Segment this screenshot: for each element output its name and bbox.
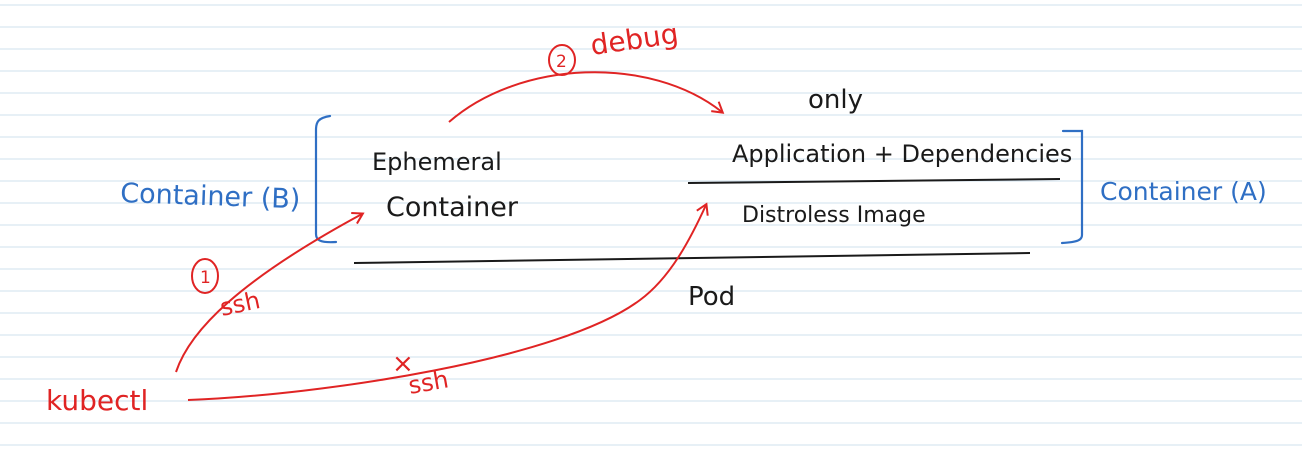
step-1-number: 1 bbox=[200, 268, 211, 288]
app-deps-label: Application + Dependencies bbox=[732, 140, 1072, 168]
notebook-rules bbox=[0, 4, 1302, 446]
blocked-x-mark: × bbox=[392, 349, 414, 379]
ssh-label-blocked: ssh bbox=[406, 365, 450, 400]
ephemeral-label-line2: Container bbox=[386, 192, 519, 223]
pod-label: Pod bbox=[688, 282, 735, 312]
container-b-label: Container (B) bbox=[120, 178, 301, 215]
blocked-ssh-arrow bbox=[187, 202, 709, 401]
step-1-circle bbox=[191, 258, 219, 294]
layer-separator-line bbox=[687, 178, 1061, 184]
kubectl-label: kubectl bbox=[46, 384, 148, 417]
container-a-label: Container (A) bbox=[1100, 177, 1267, 206]
step-2-number: 2 bbox=[556, 52, 567, 72]
step-2-circle bbox=[548, 44, 576, 76]
ssh-arrow-to-ephemeral bbox=[175, 212, 365, 373]
ephemeral-label-line1: Ephemeral bbox=[372, 148, 502, 176]
pod-boundary-line bbox=[353, 252, 1031, 264]
distroless-label: Distroless Image bbox=[742, 203, 926, 228]
only-label: only bbox=[808, 85, 863, 115]
debug-label: debug bbox=[588, 17, 680, 62]
container-a-bracket bbox=[1060, 129, 1084, 245]
container-b-bracket bbox=[314, 114, 338, 244]
debug-arrow bbox=[448, 71, 725, 123]
